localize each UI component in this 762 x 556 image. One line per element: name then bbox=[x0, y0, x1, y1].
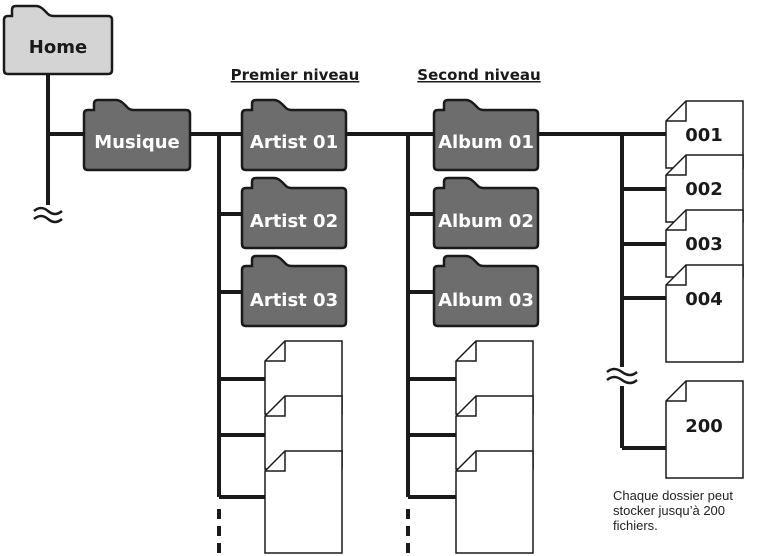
file-label: 002 bbox=[685, 179, 723, 200]
album-folder-01: Album 01 bbox=[432, 98, 540, 172]
album-folder-03: Album 03 bbox=[432, 254, 540, 328]
file-label: 003 bbox=[685, 234, 723, 255]
file-stack-first-level bbox=[264, 340, 343, 554]
file-icon bbox=[455, 450, 534, 554]
artist-label: Artist 02 bbox=[250, 211, 338, 232]
file-fold bbox=[265, 451, 286, 472]
artist-folder-01: Artist 01 bbox=[240, 98, 348, 172]
artist-folder-03: Artist 03 bbox=[240, 254, 348, 328]
album-label: Album 01 bbox=[438, 132, 534, 153]
file-fold bbox=[456, 396, 477, 417]
artist-folder-02: Artist 02 bbox=[240, 176, 348, 250]
capacity-note: Chaque dossier peut stocker jusqu’à 200 … bbox=[613, 488, 733, 533]
file-fold bbox=[456, 451, 477, 472]
continuation-dots bbox=[217, 509, 410, 553]
file-200: 200 bbox=[665, 380, 744, 479]
file-001: 001 bbox=[665, 100, 744, 169]
file-004: 004 bbox=[665, 264, 744, 363]
file-label: 200 bbox=[685, 416, 723, 437]
file-fold bbox=[456, 341, 477, 362]
file-label: 004 bbox=[685, 289, 723, 310]
file-fold bbox=[265, 396, 286, 417]
file-stack-second-level bbox=[455, 340, 534, 554]
artist-label: Artist 03 bbox=[250, 290, 338, 311]
album-label: Album 03 bbox=[438, 290, 534, 311]
file-003: 003 bbox=[665, 209, 744, 278]
home-label: Home bbox=[29, 37, 87, 58]
musique-folder: Musique bbox=[82, 98, 192, 172]
break-marks bbox=[33, 206, 638, 385]
connector-lines bbox=[46, 68, 666, 499]
file-fold bbox=[265, 341, 286, 362]
heading-first-level: Premier niveau bbox=[231, 66, 360, 84]
heading-second-level: Second niveau bbox=[417, 66, 540, 84]
musique-label: Musique bbox=[94, 132, 180, 153]
file-label: 001 bbox=[685, 125, 723, 146]
file-002: 002 bbox=[665, 154, 744, 223]
album-label: Album 02 bbox=[438, 211, 534, 232]
artist-label: Artist 01 bbox=[250, 132, 338, 153]
album-folder-02: Album 02 bbox=[432, 176, 540, 250]
home-folder: Home bbox=[2, 4, 114, 76]
file-icon bbox=[264, 450, 343, 554]
